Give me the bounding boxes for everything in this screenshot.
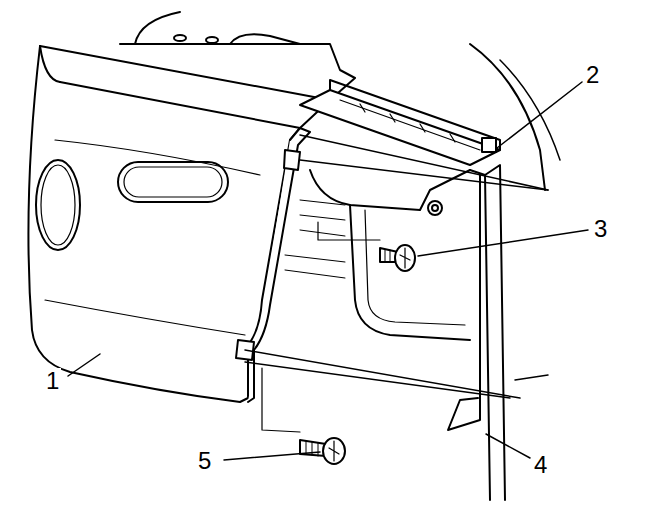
screw — [262, 368, 345, 464]
callout-number: 1 — [44, 368, 61, 394]
callout-number: 3 — [592, 216, 609, 242]
leader-lines — [68, 82, 588, 460]
pillar-post — [448, 165, 505, 500]
callout-number: 5 — [196, 448, 213, 474]
alignment-lines — [245, 135, 548, 398]
callout-number: 4 — [532, 452, 549, 478]
retainer-bracket — [300, 80, 500, 165]
mounting-frame — [285, 170, 470, 340]
callout-number: 2 — [584, 62, 601, 88]
trim-panel — [28, 46, 330, 402]
screw — [318, 222, 415, 271]
